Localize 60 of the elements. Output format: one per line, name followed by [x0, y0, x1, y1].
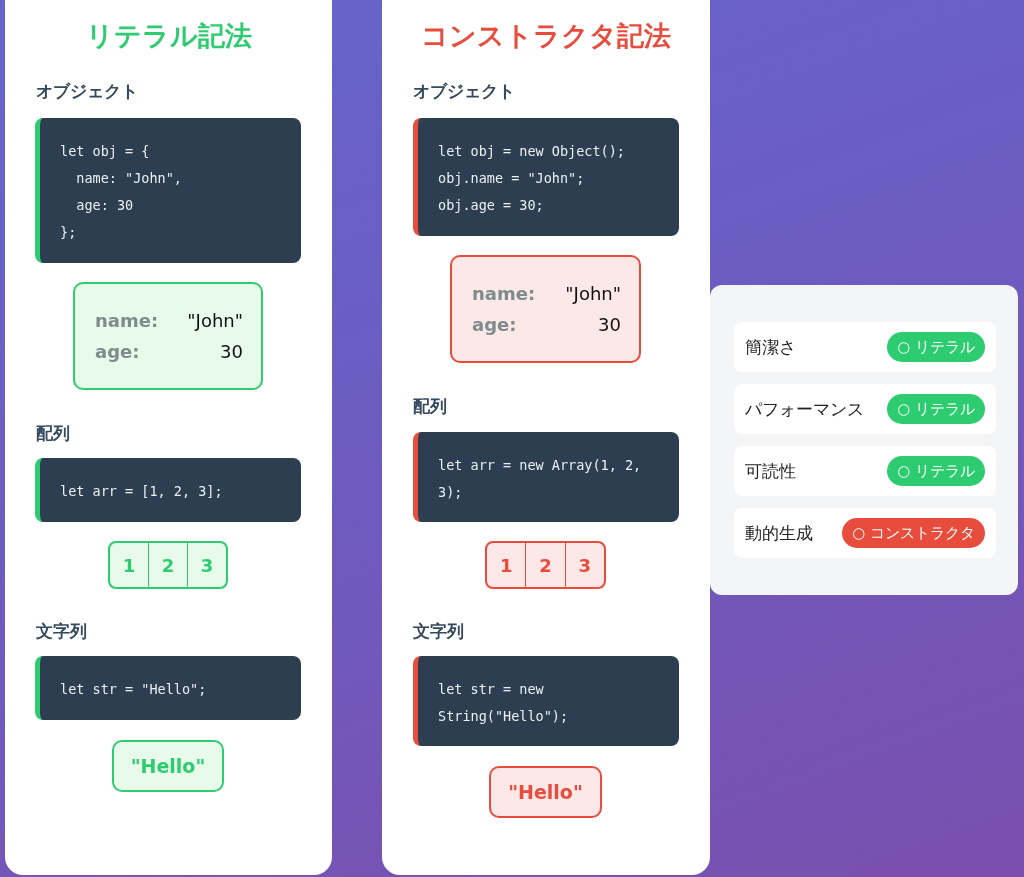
code-line: let arr = [1, 2, 3];	[60, 482, 224, 501]
panel-card	[382, 0, 710, 875]
comparison-row	[734, 508, 996, 558]
comparison-row	[734, 384, 996, 434]
criterion-label: 動的生成	[745, 522, 813, 545]
code-block	[35, 118, 301, 263]
panel-card	[5, 0, 332, 875]
code-line: };	[60, 223, 78, 242]
code-line: obj.age = 30;	[438, 196, 545, 215]
section-heading: 配列	[413, 395, 447, 418]
array-cell: 2	[525, 543, 565, 587]
array-visual	[108, 541, 228, 589]
code-line: let obj = {	[60, 142, 151, 161]
comparison-card	[710, 285, 1018, 595]
panel-title: リテラル記法	[84, 19, 253, 53]
code-block	[35, 656, 301, 720]
section-heading: 配列	[36, 422, 70, 445]
code-line: let str = new String("Hello");	[438, 680, 570, 726]
property-value: "John"	[564, 282, 621, 306]
array-visual	[485, 541, 606, 589]
code-block	[413, 432, 679, 522]
code-block	[413, 118, 679, 236]
object-visual	[73, 282, 263, 390]
object-visual	[450, 255, 641, 363]
code-line: let arr = new Array(1, 2, 3);	[438, 456, 643, 502]
array-cell: 2	[148, 543, 187, 587]
panel-title: コンストラクタ記法	[420, 19, 672, 53]
property-key: name:	[472, 278, 537, 309]
winner-badge: ○ リテラル	[887, 456, 985, 486]
property-value: "John"	[186, 309, 243, 333]
property-key: age:	[472, 309, 537, 340]
section-heading: オブジェクト	[413, 80, 515, 103]
code-line: age: 30	[75, 196, 135, 215]
code-line: let obj = new Object();	[438, 142, 626, 161]
property-value: 30	[219, 340, 243, 364]
array-cell: 3	[564, 543, 604, 587]
code-line: obj.name = "John";	[438, 169, 586, 188]
comparison-row	[734, 446, 996, 496]
array-cell: 3	[187, 543, 226, 587]
code-block	[413, 656, 679, 746]
winner-badge: ○ コンストラクタ	[842, 518, 985, 548]
criterion-label: 簡潔さ	[745, 336, 796, 359]
criterion-label: パフォーマンス	[745, 398, 864, 421]
section-heading: 文字列	[413, 620, 464, 643]
criterion-label: 可読性	[745, 460, 796, 483]
winner-badge: ○ リテラル	[887, 394, 985, 424]
property-key: age:	[95, 336, 159, 367]
property-value: 30	[597, 313, 621, 337]
code-block	[35, 458, 301, 522]
code-line: let str = "Hello";	[60, 680, 208, 699]
winner-badge: ○ リテラル	[887, 332, 985, 362]
section-heading: オブジェクト	[36, 80, 138, 103]
string-visual: "Hello"	[489, 766, 602, 818]
array-cell-text: 1	[498, 553, 514, 578]
section-heading: 文字列	[36, 620, 87, 643]
property-key: name:	[95, 305, 159, 336]
array-cell-text: 1	[121, 553, 137, 578]
string-visual: "Hello"	[112, 740, 224, 792]
comparison-row	[734, 322, 996, 372]
code-line: name: "John",	[75, 169, 183, 188]
